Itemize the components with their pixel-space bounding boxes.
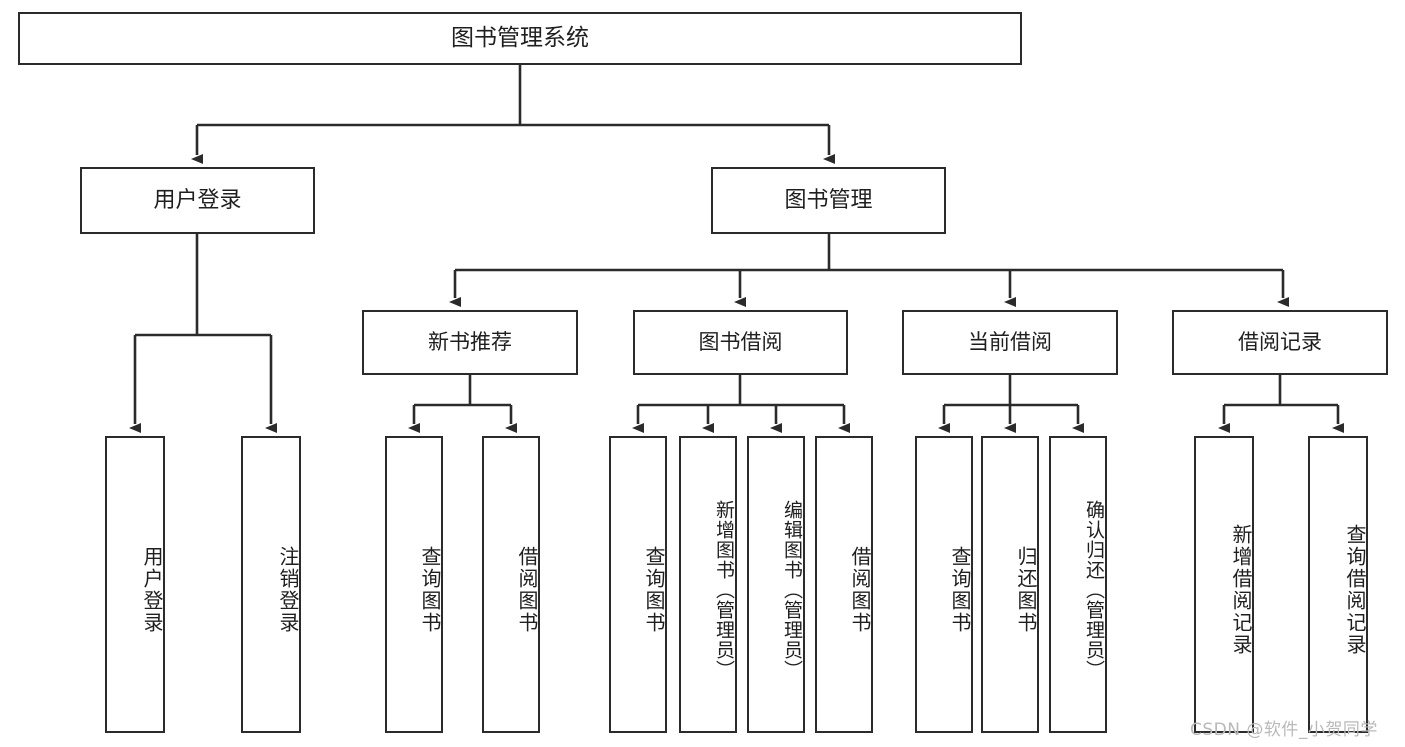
leaf-new-book-borrow[interactable]: 借阅图书	[482, 436, 540, 733]
node-root[interactable]: 图书管理系统	[18, 12, 1022, 65]
leaf-borrow-add-book[interactable]: 新增图书（管理员）	[679, 436, 737, 733]
leaf-current-query-book[interactable]: 查询图书	[915, 436, 973, 733]
leaf-current-return-book[interactable]: 归还图书	[981, 436, 1039, 733]
leaf-user-login-logout[interactable]: 注销登录	[241, 436, 301, 733]
leaf-borrow-query-book[interactable]: 查询图书	[609, 436, 667, 733]
leaf-user-login-login[interactable]: 用户登录	[105, 436, 165, 733]
leaf-record-query[interactable]: 查询借阅记录	[1308, 436, 1368, 733]
leaf-record-add[interactable]: 新增借阅记录	[1194, 436, 1254, 733]
node-book-management[interactable]: 图书管理	[711, 167, 946, 234]
leaf-borrow-edit-book[interactable]: 编辑图书（管理员）	[747, 436, 805, 733]
node-user-login[interactable]: 用户登录	[80, 167, 315, 234]
leaf-borrow-borrow-book[interactable]: 借阅图书	[815, 436, 873, 733]
watermark: CSDN @软件_小贺同学	[1190, 720, 1378, 740]
leaf-current-confirm-return[interactable]: 确认归还（管理员）	[1049, 436, 1107, 733]
node-current-borrow[interactable]: 当前借阅	[902, 310, 1118, 375]
node-borrow-record[interactable]: 借阅记录	[1172, 310, 1388, 375]
leaf-new-book-query[interactable]: 查询图书	[385, 436, 443, 733]
node-new-book-recommend[interactable]: 新书推荐	[362, 310, 578, 375]
node-book-borrow[interactable]: 图书借阅	[633, 310, 848, 375]
